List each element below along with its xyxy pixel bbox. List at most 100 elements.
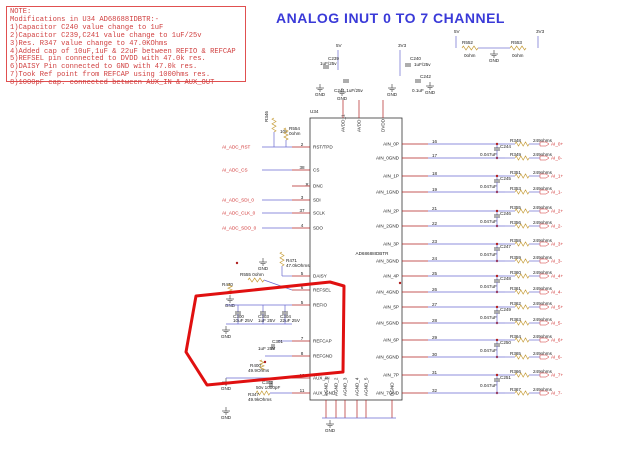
capacitor-value: 0.047uF: [480, 284, 497, 289]
resistor-value: 249ohms: [533, 387, 553, 392]
offpage-connector: [539, 354, 550, 360]
bottom-pin-name: AGND_5: [364, 377, 369, 396]
note-heading: NOTE:: [10, 8, 32, 16]
offpage-connector: [539, 320, 550, 326]
capacitor-value: 1uF/25v: [414, 62, 431, 67]
offpage-connector: [539, 173, 550, 179]
left-pin-name: SDI: [313, 198, 321, 203]
right-pin-name: AIN_3P: [383, 242, 399, 247]
offpage-connector: [539, 208, 550, 214]
right-pin-name: AIN_1P: [383, 174, 399, 179]
right-pin-name: AIN_5P: [383, 305, 399, 310]
resistor: [279, 251, 285, 267]
resistor: [283, 127, 289, 141]
resistor-value: 249ohms: [533, 186, 553, 191]
resistor-ref: R364: [510, 334, 521, 339]
right-pin-name: AIN_2P: [383, 209, 399, 214]
resistor: [514, 320, 530, 326]
marker-dot: [235, 261, 239, 265]
resistor: [255, 390, 271, 396]
channel-net-label: AI_7+: [551, 373, 563, 378]
resistor-value: 249ohms: [533, 334, 553, 339]
note-line: 6)DAISY Pin connected to GND with 47.0k …: [10, 63, 198, 72]
resistor-ref: R346: [264, 111, 269, 122]
resistor: [514, 273, 530, 279]
right-pin-name: AIN_7P: [383, 373, 399, 378]
right-pin-name: AIN_7GND: [376, 391, 400, 396]
resistor: [514, 223, 530, 229]
channel-net-label: AI_4-: [551, 290, 562, 295]
offpage-connector: [539, 141, 550, 147]
capacitor-ref: C249: [500, 307, 511, 312]
resistor-ref: R355: [510, 205, 521, 210]
capacitor-value: 1uF 25V: [258, 318, 276, 323]
capacitor-value: 0.047uF: [480, 383, 497, 388]
resistor-ref: R363: [510, 317, 521, 322]
left-pin-name: SDO: [313, 226, 323, 231]
left-pin-number: 37: [299, 208, 305, 213]
resistor-ref: R351: [510, 170, 521, 175]
capacitor-value: 0.047uF: [480, 184, 497, 189]
resistor: [514, 337, 530, 343]
left-net-label: AI_ADC_SDO_0: [222, 226, 257, 231]
capacitor-ref: C303: [258, 314, 269, 319]
capacitor-value: 1uF/25v: [320, 61, 337, 66]
resistor-ref: R554: [289, 126, 300, 131]
ground-label: GND: [489, 58, 500, 63]
ground-symbol: [388, 84, 396, 92]
capacitor-ref: C301: [272, 339, 283, 344]
right-pin-name: AIN_4P: [383, 274, 399, 279]
left-pin-name: DAISY: [313, 274, 327, 279]
resistor: [509, 45, 527, 51]
resistor: [514, 155, 530, 161]
resistor: [514, 241, 530, 247]
capacitor-ref: C248: [500, 276, 511, 281]
resistor-value: 49.9kOhms: [248, 397, 272, 402]
left-pin-name: CS: [313, 168, 319, 173]
capacitor-label: C241 1uF/25v: [334, 88, 364, 93]
offpage-connector: [539, 258, 550, 264]
capacitor-ref: C304: [280, 314, 291, 319]
resistor-label: R555 0ohm: [240, 272, 264, 277]
junction-dot: [495, 305, 499, 309]
ic-part-number: AD68688IDBTR: [356, 251, 390, 256]
ground-symbol: [426, 82, 434, 90]
ground-label: GND: [221, 386, 232, 391]
resistor-ref: R356: [510, 220, 521, 225]
offpage-connector: [539, 337, 550, 343]
resistor-value: 249ohms: [533, 317, 553, 322]
capacitor-value: 0.047uF: [480, 315, 497, 320]
ground-label: GND: [225, 303, 236, 308]
note-line: 7)Took Ref point from REFCAP using 1000h…: [10, 71, 211, 80]
junction-dot: [495, 174, 499, 178]
channel-net-label: AI_6-: [551, 355, 562, 360]
right-pin-name: AIN_5GND: [376, 321, 400, 326]
capacitor-ref: C245: [500, 176, 511, 181]
junction-dot: [495, 242, 499, 246]
right-pin-name: AIN_6GND: [376, 355, 400, 360]
resistor-value: 10k: [280, 129, 288, 134]
resistor-value: 249ohms: [533, 220, 553, 225]
resistor-value: 249ohms: [533, 152, 553, 157]
ground-symbol: [326, 420, 334, 428]
right-pin-number: 22: [432, 221, 438, 226]
channel-net-label: AI_0+: [551, 142, 563, 147]
red-highlight-annotation: [184, 280, 346, 387]
modification-note: NOTE: Modifications in U34 AD68688IDBTR:…: [6, 6, 246, 87]
capacitor-ref: C244: [500, 144, 511, 149]
wire: [263, 279, 293, 291]
capacitor-ref: C247: [500, 244, 511, 249]
bottom-pin-name: AGND_2: [334, 377, 339, 396]
right-pin-name: AIN_2GND: [376, 224, 400, 229]
right-pin-number: 25: [432, 271, 438, 276]
resistor: [514, 189, 530, 195]
channel-net-label: AI_1-: [551, 190, 562, 195]
left-pin-name: AUX_IN: [313, 376, 330, 381]
capacitor-value: 50v 1000pF: [256, 385, 280, 390]
top-pin-name: AVDD: [357, 119, 362, 132]
resistor-value: 249ohms: [533, 238, 553, 243]
right-pin-name: AIN_1GND: [376, 190, 400, 195]
left-net-label: AI_ADC_RST: [222, 145, 251, 150]
